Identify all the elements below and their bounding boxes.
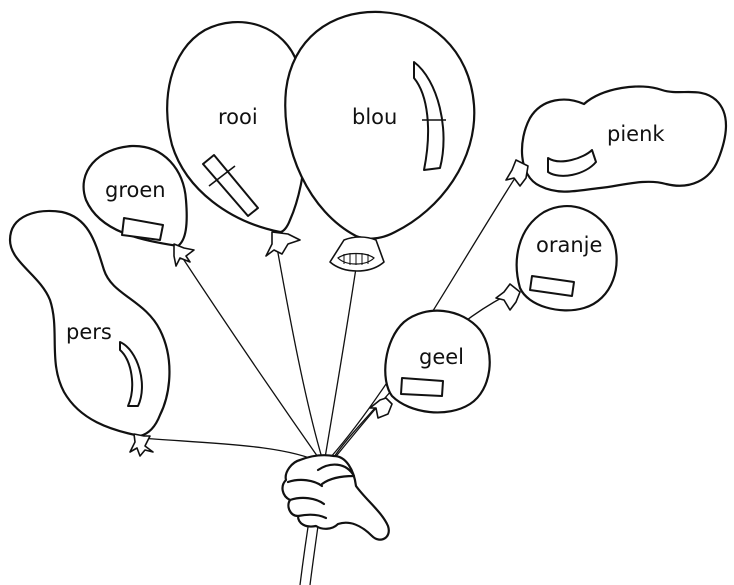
balloon-geel[interactable]: geel bbox=[369, 309, 491, 419]
balloon-rooi[interactable]: rooi bbox=[166, 21, 308, 257]
balloon-label-pienk: pienk bbox=[607, 122, 665, 146]
hand-holding-strings-icon bbox=[281, 454, 390, 541]
balloon-label-geel: geel bbox=[419, 345, 464, 369]
balloon-blou[interactable]: blou bbox=[284, 10, 476, 272]
balloon-groen[interactable]: groen bbox=[82, 144, 195, 267]
balloon-oranje[interactable]: oranje bbox=[495, 204, 618, 312]
balloon-label-rooi: rooi bbox=[218, 105, 258, 129]
balloon-pers[interactable]: pers bbox=[8, 209, 171, 457]
balloon-label-oranje: oranje bbox=[536, 233, 602, 257]
balloon-label-pers: pers bbox=[66, 320, 112, 344]
balloon-label-groen: groen bbox=[105, 178, 166, 202]
balloon-label-blou: blou bbox=[352, 105, 397, 129]
balloon-pienk[interactable]: pienk bbox=[505, 85, 728, 193]
